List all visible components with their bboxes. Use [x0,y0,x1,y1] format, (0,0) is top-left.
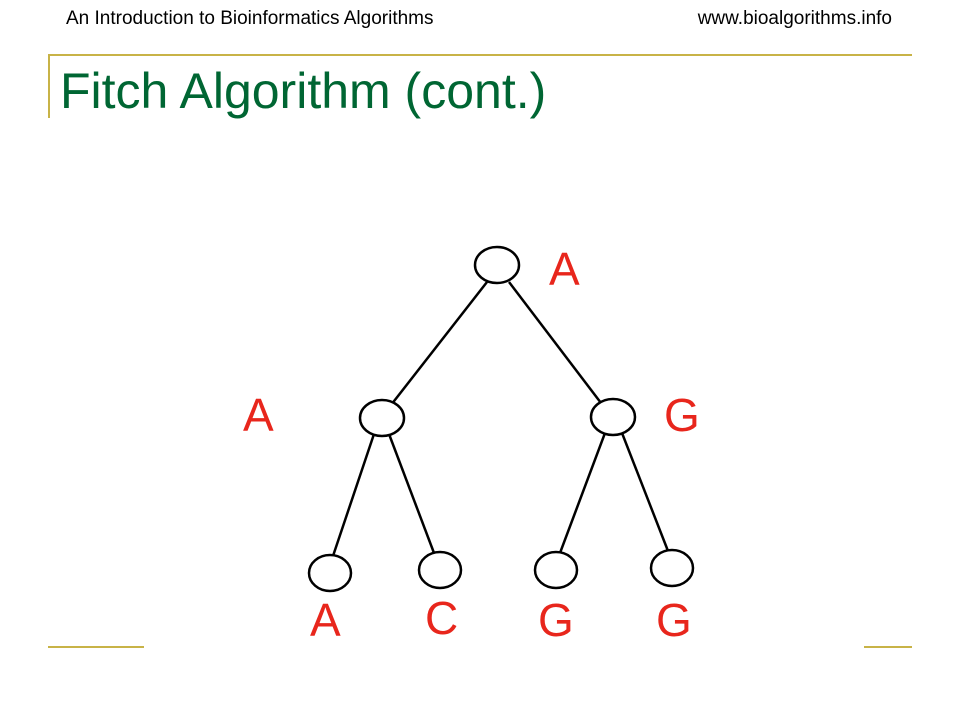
internal-left-label: A [243,389,274,441]
tree-leaf-3 [533,550,579,590]
bottom-rule-right [864,646,912,648]
tree-node-right [589,397,637,437]
leaf-4-label: G [656,594,692,646]
edge-left-leaf2 [387,433,436,554]
course-title: An Introduction to Bioinformatics Algori… [66,8,434,29]
edge-root-right [508,281,602,404]
internal-right-label: G [664,389,700,441]
tree-leaf-1 [307,553,353,593]
edge-root-left [390,281,488,406]
website-url: www.bioalgorithms.info [697,8,892,29]
leaf-2-label: C [425,592,458,644]
slide-title: Fitch Algorithm (cont.) [60,63,547,119]
bottom-rule-left [48,646,144,648]
edge-right-leaf3 [558,432,607,554]
edge-right-leaf4 [620,432,670,552]
leaf-3-label: G [538,594,574,646]
tree-leaf-2 [417,550,463,590]
top-rule [48,54,912,56]
edge-left-leaf1 [331,433,376,557]
tree-node-left [358,398,406,438]
leaf-1-label: A [310,594,341,646]
left-accent-rule [48,54,50,118]
tree-node-root [473,245,521,285]
tree-leaf-4 [649,548,695,588]
root-label: A [549,243,580,295]
